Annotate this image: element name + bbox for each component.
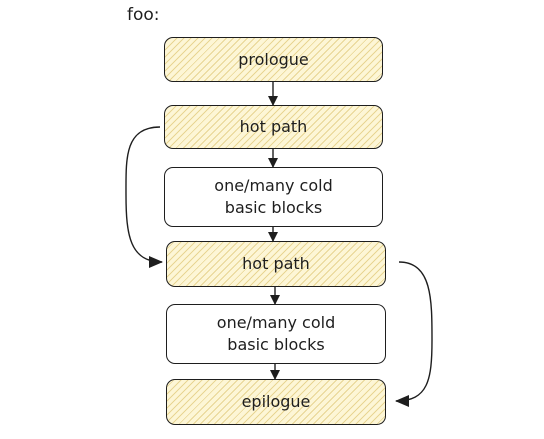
hot-path-label-1: hot path [239, 117, 308, 136]
prologue-label: prologue [238, 49, 309, 69]
hot-path-block-1: hot path [164, 105, 383, 149]
epilogue-label: epilogue [241, 392, 311, 411]
hot-path-label-2: hot path [242, 254, 310, 273]
arrow-hot-path-skip-to-epilogue [395, 261, 433, 407]
hot-path-block-2: hot path [166, 241, 386, 287]
arrow-hot-path-skip-to-hot-path [125, 126, 163, 268]
function-label: foo: [127, 5, 160, 25]
prologue-block: prologue [164, 37, 383, 82]
cold-blocks-label-2: one/many cold basic blocks [216, 313, 336, 354]
cold-blocks-label-1: one/many cold basic blocks [214, 176, 333, 217]
cold-blocks-2: one/many cold basic blocks [166, 304, 386, 364]
epilogue-block: epilogue [166, 379, 386, 425]
cold-blocks-1: one/many cold basic blocks [164, 167, 383, 227]
